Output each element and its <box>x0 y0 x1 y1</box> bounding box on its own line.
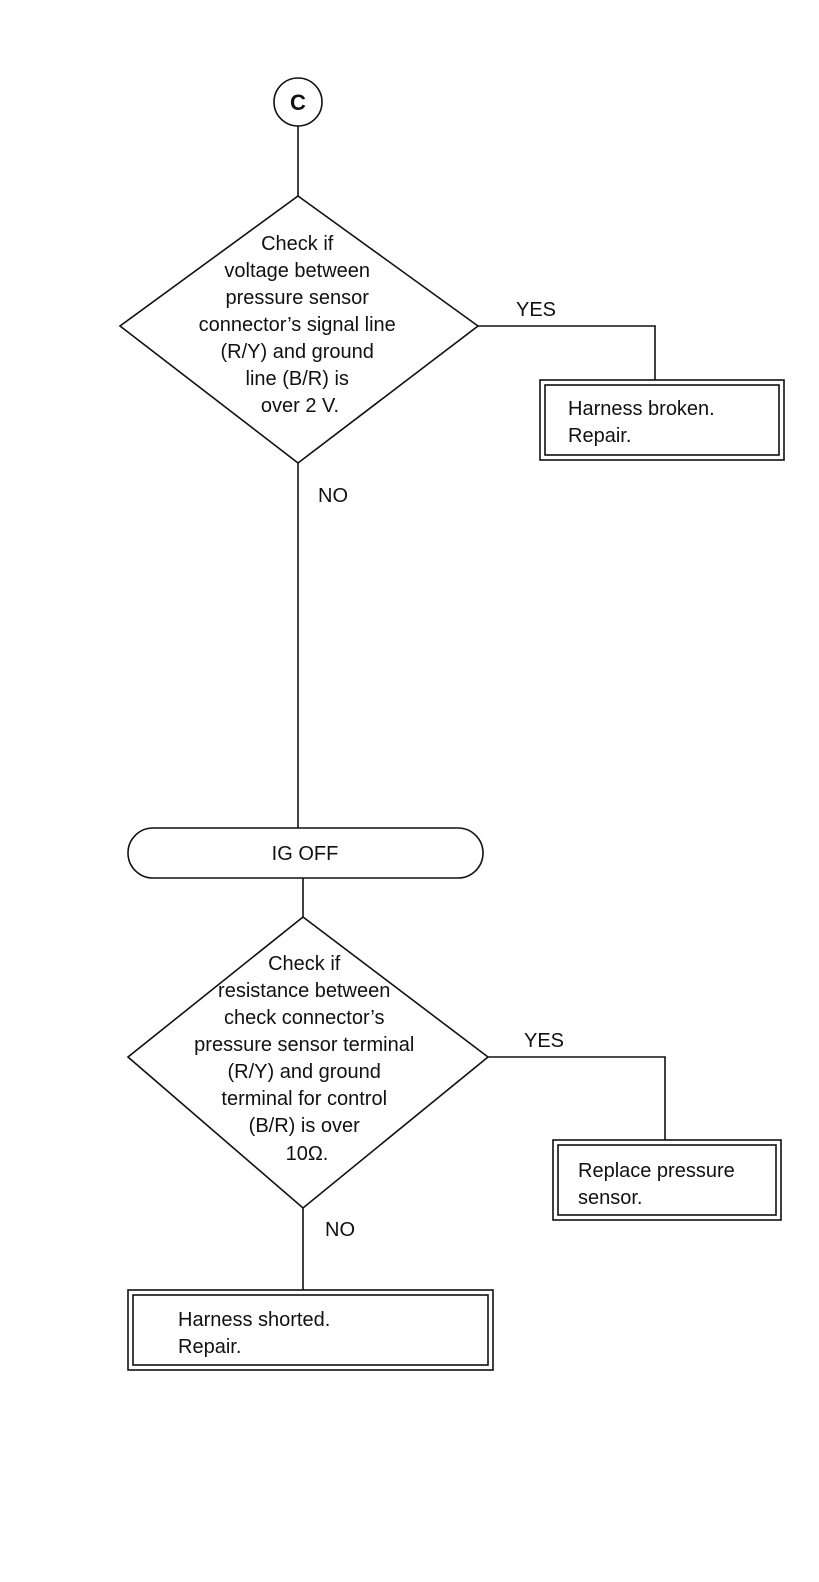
result-harness-shorted-text: Harness shorted. Repair. <box>178 1309 336 1358</box>
result2-line: sensor. <box>578 1187 642 1209</box>
yes-label-1: YES <box>516 299 556 321</box>
result2-line: Replace pressure <box>578 1160 735 1182</box>
result-inner-border <box>132 1294 489 1366</box>
yes-label-2: YES <box>524 1030 564 1052</box>
step-ig-off-label: IG OFF <box>272 843 339 865</box>
decision2-line: resistance between <box>218 980 390 1002</box>
decision-resistance-text: Check if resistance between check connec… <box>194 953 420 1165</box>
yes-branch-line <box>478 325 656 380</box>
decision1-line: line (B/R) is <box>246 368 349 390</box>
result-replace-sensor-text: Replace pressure sensor. <box>578 1160 740 1209</box>
decision2-line: 10Ω. <box>286 1143 329 1165</box>
result1-line: Harness broken. <box>568 398 715 420</box>
step-ig-off <box>127 827 484 879</box>
result-replace-sensor <box>552 1139 782 1221</box>
result3-line: Harness shorted. <box>178 1309 330 1331</box>
no-label-1: NO <box>318 485 348 507</box>
decision2-line: terminal for control <box>221 1088 387 1110</box>
decision1-line: over 2 V. <box>261 395 339 417</box>
result-harness-broken-text: Harness broken. Repair. <box>568 398 720 447</box>
connector-label: C <box>290 90 306 115</box>
decision2-line: check connector’s <box>224 1007 384 1029</box>
decision-voltage-text: Check if voltage between pressure sensor… <box>199 233 402 417</box>
decision2-line: Check if <box>268 953 341 975</box>
decision1-line: pressure sensor <box>226 287 370 309</box>
result1-line: Repair. <box>568 425 631 447</box>
yes-branch-line <box>488 1056 666 1140</box>
decision1-line: Check if <box>261 233 334 255</box>
decision1-line: connector’s signal line <box>199 314 396 336</box>
decision1-line: (R/Y) and ground <box>221 341 374 363</box>
result-inner-border <box>557 1144 777 1216</box>
decision2-line: (B/R) is over <box>249 1115 360 1137</box>
no-label-2: NO <box>325 1219 355 1241</box>
decision2-line: pressure sensor terminal <box>194 1034 414 1056</box>
result-harness-broken <box>539 379 785 461</box>
decision1-line: voltage between <box>224 260 370 282</box>
result3-line: Repair. <box>178 1336 241 1358</box>
decision2-line: (R/Y) and ground <box>228 1061 381 1083</box>
result-harness-shorted <box>127 1289 494 1371</box>
result-inner-border <box>544 384 780 456</box>
